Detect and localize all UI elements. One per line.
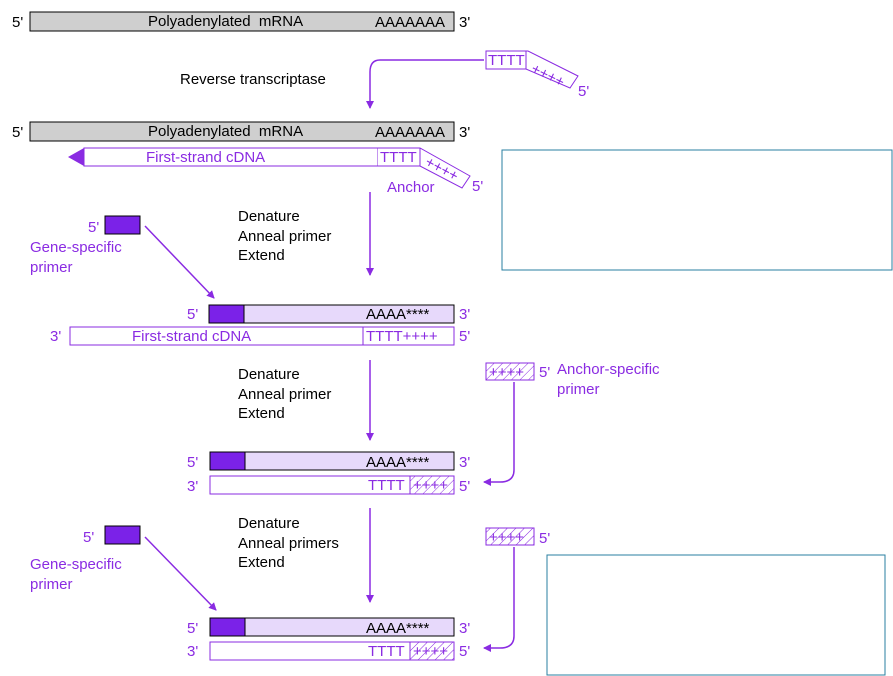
row4-bottom-5prime: 5'	[459, 478, 470, 495]
mrna-strand-2	[29, 121, 455, 142]
gsp1-label-line2: primer	[30, 259, 73, 276]
row4-aaaa: AAAA****	[366, 454, 430, 471]
row5-aaaa: AAAA****	[366, 620, 430, 637]
gsp2-label-line2: primer	[30, 576, 73, 593]
mrna-5prime-label: 5'	[12, 14, 23, 31]
gene-specific-primer-1	[104, 215, 141, 235]
row4-top-5prime: 5'	[187, 454, 198, 471]
gsp1-label-line1: Gene-specific	[30, 239, 122, 256]
polya-tail-2: AAAAAAA	[375, 124, 445, 141]
first-strand-5prime-label: 5'	[472, 178, 483, 195]
step2-denature: Denature	[238, 208, 300, 225]
rt-label: Reverse transcriptase	[180, 71, 326, 88]
row5-anchor-segment	[409, 641, 455, 661]
gsp1-5prime-label: 5'	[88, 219, 99, 236]
oligo-dt-anchor-primer: TTTT ++++	[485, 50, 579, 91]
row3-tttt: TTTT++++	[366, 328, 438, 345]
mrna2-label: Polyadenylated mRNA	[148, 123, 303, 140]
step2-anneal: Anneal primer	[238, 228, 331, 245]
row5-plus: ++++	[413, 643, 448, 660]
row3-first-strand-label: First-strand cDNA	[132, 328, 251, 345]
step4-anneal: Anneal primers	[238, 535, 339, 552]
asp1-plus: ++++	[489, 364, 524, 381]
row5-primer-segment	[209, 617, 246, 637]
first-strand-tttt: TTTT	[380, 149, 417, 166]
row5-bottom-3prime: 3'	[187, 643, 198, 660]
anchor-label: Anchor	[387, 179, 435, 196]
step3-denature: Denature	[238, 366, 300, 383]
row4-tttt: TTTT	[368, 477, 405, 494]
step3-extend: Extend	[238, 405, 285, 422]
first-strand-cdna-arrow	[68, 147, 471, 189]
row4-bottom-3prime: 3'	[187, 478, 198, 495]
step4-denature: Denature	[238, 515, 300, 532]
gene-specific-primer-2	[104, 525, 141, 545]
gsp2-arrow	[144, 536, 217, 611]
row3-primer-segment	[208, 304, 245, 324]
row5-top-3prime: 3'	[459, 620, 470, 637]
row3-top-5prime: 5'	[187, 306, 198, 323]
row4-primer-segment	[209, 451, 246, 471]
row4-anchor-segment	[409, 475, 455, 495]
asp-label-line2: primer	[557, 381, 600, 398]
gsp2-5prime-label: 5'	[83, 529, 94, 546]
mrna2-5prime-label: 5'	[12, 124, 23, 141]
step2-extend: Extend	[238, 247, 285, 264]
row3-top-3prime: 3'	[459, 306, 470, 323]
gsp1-arrow	[144, 225, 215, 299]
row4-top-3prime: 3'	[459, 454, 470, 471]
anchor-specific-primer-1	[485, 362, 535, 381]
row5-bottom-5prime: 5'	[459, 643, 470, 660]
row3-aaaa: AAAA****	[366, 306, 430, 323]
placeholder-box-1	[501, 149, 893, 271]
asp2-plus: ++++	[489, 529, 524, 546]
anchor-specific-primer-2	[485, 527, 535, 546]
row3-bottom-3prime: 3'	[50, 328, 61, 345]
step4-extend: Extend	[238, 554, 285, 571]
asp1-arrow	[483, 382, 515, 486]
polya-tail: AAAAAAA	[375, 14, 445, 31]
asp1-5prime: 5'	[539, 364, 550, 381]
row3-first-strand	[69, 326, 455, 346]
asp-label-line1: Anchor-specific	[557, 361, 660, 378]
row5-top-5prime: 5'	[187, 620, 198, 637]
mrna-label: Polyadenylated mRNA	[148, 13, 303, 30]
step3-anneal: Anneal primer	[238, 386, 331, 403]
asp2-5prime: 5'	[539, 530, 550, 547]
anchor-5prime-label: 5'	[578, 83, 589, 100]
rt-arrow	[366, 59, 484, 109]
placeholder-box-2	[546, 554, 886, 676]
anchor-tttt: TTTT	[488, 52, 525, 69]
mrna-strand	[29, 11, 455, 32]
mrna2-3prime-label: 3'	[459, 124, 470, 141]
mrna-3prime-label: 3'	[459, 14, 470, 31]
gsp2-label-line1: Gene-specific	[30, 556, 122, 573]
row3-bottom-5prime: 5'	[459, 328, 470, 345]
row4-plus: ++++	[413, 477, 448, 494]
asp2-arrow	[483, 547, 515, 652]
first-strand-label: First-strand cDNA	[146, 149, 265, 166]
row5-tttt: TTTT	[368, 643, 405, 660]
